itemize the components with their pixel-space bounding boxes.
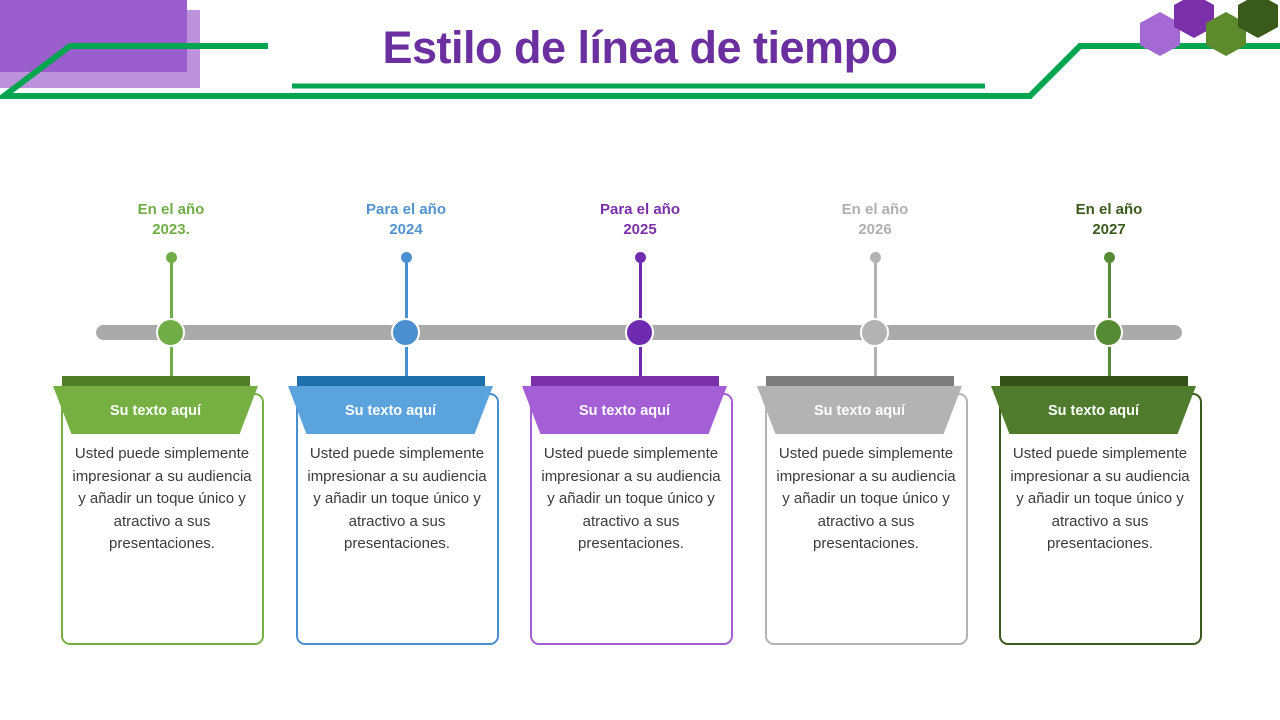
milestone-card-header[interactable]: Su texto aquí: [991, 386, 1196, 434]
milestone-card-body-text: Usted puede simplemente impresionar a su…: [72, 445, 252, 552]
milestone-marker-dot[interactable]: [625, 318, 654, 347]
year-prefix: En el año: [1075, 201, 1143, 218]
year-value: 2023.: [152, 221, 190, 238]
milestone-year-label: Para el año 2025: [522, 200, 758, 240]
milestone-top-dot: [635, 252, 646, 263]
top-left-purple-rect: [0, 0, 187, 72]
milestone-card-header-text: Su texto aquí: [109, 403, 202, 419]
milestone-card-header-text: Su texto aquí: [813, 403, 906, 419]
year-prefix: En el año: [841, 201, 909, 218]
milestone-marker-dot[interactable]: [1094, 318, 1123, 347]
milestone-card-header-strip: [531, 376, 719, 387]
year-prefix: Para el año: [365, 201, 447, 218]
year-prefix: Para el año: [599, 201, 681, 218]
milestone-year-label: Para el año 2024: [288, 200, 524, 240]
milestone-card-body-text: Usted puede simplemente impresionar a su…: [541, 445, 721, 552]
year-value: 2027: [1092, 221, 1126, 238]
milestone-year-label: En el año 2027: [991, 200, 1227, 240]
milestone-marker-dot[interactable]: [391, 318, 420, 347]
milestone-top-dot: [870, 252, 881, 263]
milestone-card[interactable]: [530, 393, 733, 645]
milestone-card-header[interactable]: Su texto aquí: [288, 386, 493, 434]
milestone-card-header[interactable]: Su texto aquí: [757, 386, 962, 434]
milestone-card[interactable]: [999, 393, 1202, 645]
milestone-card-header-text: Su texto aquí: [1047, 403, 1140, 419]
milestone-card[interactable]: [61, 393, 264, 645]
year-value: 2026: [858, 221, 892, 238]
milestone-card-header-strip: [1000, 376, 1188, 387]
milestone-card-body-text: Usted puede simplemente impresionar a su…: [307, 445, 487, 552]
milestone-marker-dot[interactable]: [156, 318, 185, 347]
milestone-card-header-strip: [62, 376, 250, 387]
milestone-marker-dot[interactable]: [860, 318, 889, 347]
milestone-card[interactable]: [296, 393, 499, 645]
milestone-card-header-strip: [766, 376, 954, 387]
green-line-decoration: [0, 43, 1280, 99]
milestone-card-header[interactable]: Su texto aquí: [522, 386, 727, 434]
milestone-card-header-text: Su texto aquí: [578, 403, 671, 419]
milestone-card-body-text: Usted puede simplemente impresionar a su…: [1010, 445, 1190, 552]
milestone-card-header-text: Su texto aquí: [344, 403, 437, 419]
milestone-top-dot: [401, 252, 412, 263]
page-title: Estilo de línea de tiempo: [382, 22, 898, 73]
milestone-card-header-strip: [297, 376, 485, 387]
year-prefix: En el año: [137, 201, 205, 218]
year-value: 2025: [623, 221, 657, 238]
milestone-year-label: En el año 2026: [757, 200, 993, 240]
year-value: 2024: [389, 221, 423, 238]
milestone-card-body-text: Usted puede simplemente impresionar a su…: [776, 445, 956, 552]
milestone-top-dot: [166, 252, 177, 263]
milestone-year-label: En el año 2023.: [53, 200, 289, 240]
milestone-card[interactable]: [765, 393, 968, 645]
milestone-top-dot: [1104, 252, 1115, 263]
milestone-card-header[interactable]: Su texto aquí: [53, 386, 258, 434]
